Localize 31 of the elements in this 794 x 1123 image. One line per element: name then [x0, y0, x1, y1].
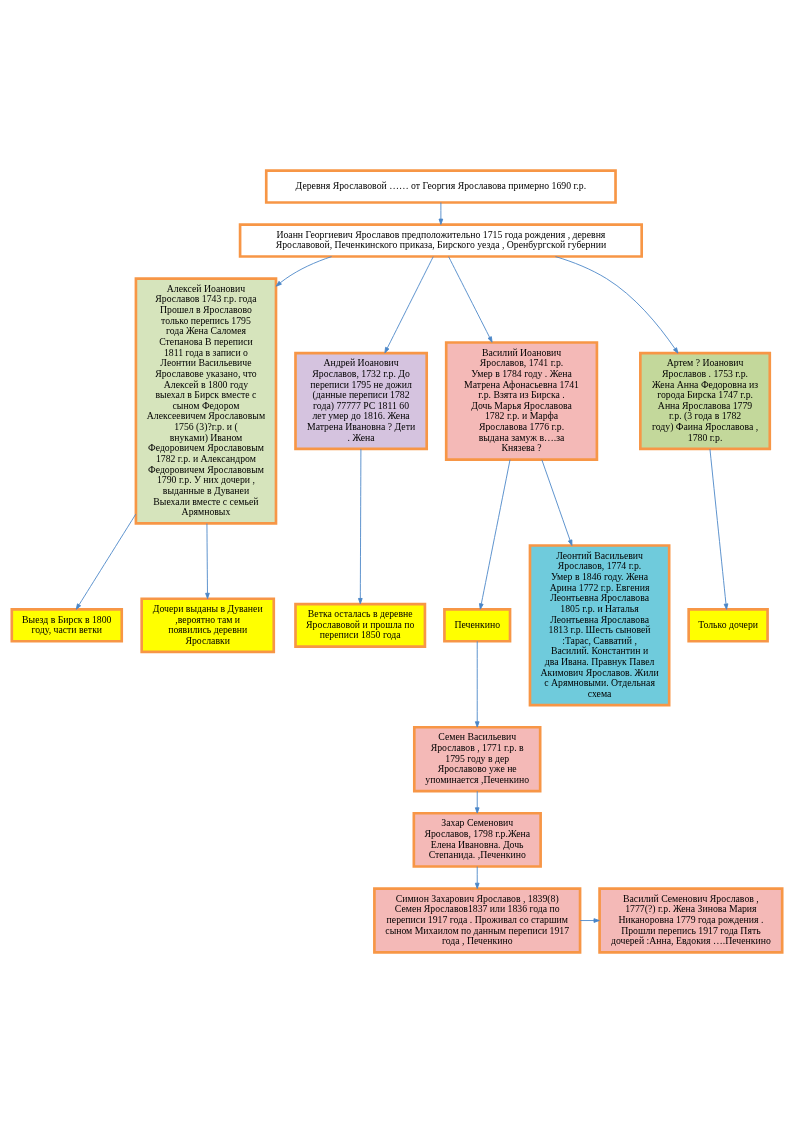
- node-box: Семен Васильевич Ярославов , 1771 г.р. в 1795 году в дер Ярославово уже не упоминается ,Печенкино: [412, 725, 542, 793]
- arrow: [479, 459, 511, 610]
- arrow: [541, 459, 573, 546]
- arrow: [448, 256, 493, 343]
- arrow: [709, 448, 729, 610]
- node-box: Только дочери: [687, 608, 769, 643]
- arrow: [75, 513, 137, 610]
- arrow: [358, 448, 363, 605]
- node-box: Артем ? Иоанович Ярославов . 1753 г.р. Жена Анна Федоровна из города Бирска 1747 г.р. Анна Ярославова 1779 г.р. (3 года в 1782 году) Фаина Ярославова , 1780 г.р.: [639, 351, 772, 451]
- arrow: [205, 523, 210, 600]
- node-box: Иоанн Георгиевич Ярославов предположительно 1715 года рождения , деревня Ярославовой, Печенкинского приказа, Бирского уезда , Оренбургской губернии: [238, 223, 643, 258]
- node-box: Ветка осталась в деревне Ярославовой и прошла по переписи 1850 года: [294, 602, 427, 648]
- arrow: [474, 640, 480, 728]
- arrow: [474, 866, 480, 889]
- node-box: Печенкино: [443, 608, 512, 643]
- arrow: [579, 918, 600, 923]
- node-box: Симион Захарович Ярославов , 1839(8) Семен Ярославов1837 или 1836 года по переписи 1917 года . Проживал со старшим сыном Михаилом по данным переписи 1917 года , Печенкино: [373, 887, 582, 954]
- arrow: [275, 256, 333, 287]
- arrow: [438, 202, 444, 225]
- node-box: Василий Семенович Ярославов , 1777(?) г.р. Жена Зинова Мария Никаноровна 1779 года рождения . Прошли перепись 1917 года Пять дочерей :Анна, Евдокия ….Печенкино: [598, 887, 784, 954]
- node-box: Алексей Иоанович Ярославов 1743 г.р. года Прошел в Ярославово только перепись 1795 года Жена Саломея Степанова В переписи 1811 года в записи о Леонтии Васильевиче Ярославове указано, что Алексей в 1800 году выехал в Бирск вместе с сыном Федором Алексеевичем Ярославовым 1756 (3)?г.р. и ( внуками) Иваном Федоровичем Ярославовым 1782 г.р. и Александром Федоровичем Ярославовым 1790 г.р. У них дочери , выданные в Дуванеи Выехали вместе с семьей Арямновых: [134, 277, 278, 525]
- node-box: Василий Иоанович Ярославов, 1741 г.р. Умер в 1784 году . Жена Матрена Афонасьевна 1741 г.р. Взята из Бирска . Дочь Марья Ярославова 1782 г.р. и Марфа Ярославова 1776 г.р. выдана замуж в….за Князева ?: [444, 341, 599, 461]
- node-box: Деревня Ярославовой …… от Георгия Ярославова примерно 1690 г.р.: [264, 169, 617, 204]
- node-box: Дочери выданы в Дуванеи ,вероятно там и появились деревни Ярославки: [140, 597, 276, 654]
- node-box: Леонтий Васильевич Ярославов, 1774 г.р. Умер в 1846 году. Жена Арина 1772 г.р. Евгения Леонтьевна Ярославова 1805 г.р. и Наталья Леонтьевна Ярославова 1813 г.р. Шесть сыновей :Тарас, Савватий , Василий. Константин и два Ивана. Правнук Павел Акимович Ярославов. Жили с Арямновыми. Отдельная схема: [528, 544, 671, 707]
- node-box: Андрей Иоанович Ярославов, 1732 г.р. До переписи 1795 не дожил (данные переписи 1782 года) 77777 РС 1811 60 лет умер до 1816. Жена Матрена Ивановна ? Дети . Жена: [294, 351, 429, 451]
- arrow: [555, 256, 679, 354]
- node-box: Захар Семенович Ярославов, 1798 г.р.Жена Елена Ивановна. Дочь Степанида. ,Печенкино: [412, 811, 542, 868]
- arrow: [384, 256, 434, 354]
- arrow: [474, 790, 480, 814]
- node-box: Выезд в Бирск в 1800 году, части ветки: [10, 608, 124, 643]
